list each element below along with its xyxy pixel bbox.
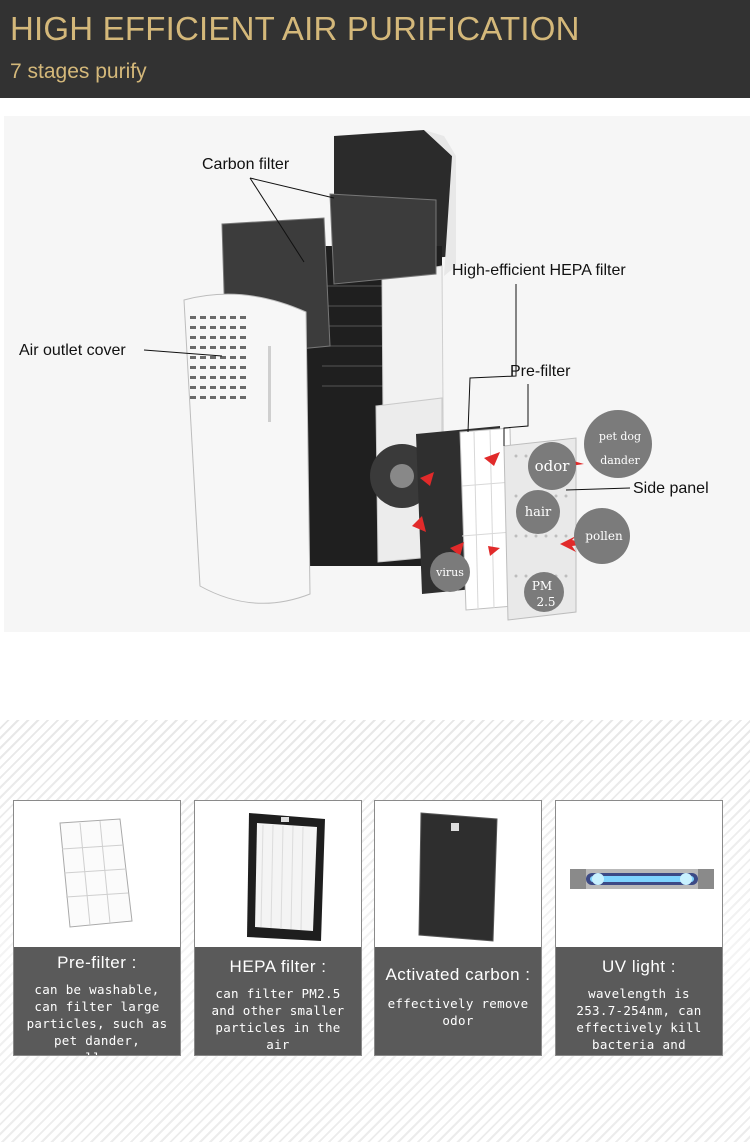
- header-banner: HIGH EFFICIENT AIR PURIFICATION 7 stages…: [0, 0, 750, 98]
- carbon-filter-right-shape: [329, 193, 437, 285]
- bubble-virus: [430, 552, 470, 592]
- arrow-shape: [560, 536, 588, 552]
- card-hepa-filter-desc: can filter PM2.5 and other smaller parti…: [211, 986, 345, 1052]
- arrow-shape: [450, 542, 464, 556]
- bubble-pm-label: PM: [532, 579, 552, 593]
- card-hepa-filter-panel: HEPA filter : can filter PM2.5 and other…: [195, 947, 361, 1055]
- bubble-hair: [516, 490, 560, 534]
- bubble-pollen: [574, 508, 630, 564]
- card-uv-light-title: UV light :: [602, 957, 676, 976]
- bubble-odor: [528, 442, 576, 490]
- activated-carbon-image: [375, 801, 541, 947]
- page-subtitle: 7 stages purify: [10, 60, 147, 83]
- arrow-shape: [484, 452, 500, 466]
- card-pre-filter-title: Pre-filter :: [57, 953, 137, 972]
- callout-pre-filter: Pre-filter: [510, 363, 571, 380]
- bubble-odor-label: odor: [535, 457, 571, 475]
- card-uv-light-panel: UV light : wavelength is 253.7-254nm, ca…: [556, 947, 722, 1055]
- card-uv-light: UV light : wavelength is 253.7-254nm, ca…: [555, 800, 723, 1056]
- callout-side-panel: Side panel: [633, 480, 709, 497]
- hepa-filter-image: [195, 801, 361, 947]
- callout-air-outlet-cover: Air outlet cover: [19, 342, 126, 359]
- bubble-virus-label: virus: [435, 566, 464, 579]
- bubble-dander-label: dander: [600, 454, 640, 467]
- arrow-shape: [412, 516, 426, 532]
- page-title: HIGH EFFICIENT AIR PURIFICATION: [10, 10, 580, 47]
- purifier-illustration: pet dog dander odor hair pollen virus PM…: [143, 130, 652, 621]
- bubble-pet-dog: [584, 410, 652, 478]
- card-activated-carbon-desc: effectively remove odor: [387, 996, 529, 1028]
- card-pre-filter: Pre-filter : can be washable, can filter…: [13, 800, 181, 1056]
- card-pre-filter-desc: can be washable, can filter large partic…: [26, 982, 168, 1055]
- card-hepa-filter-title: HEPA filter :: [229, 957, 327, 976]
- arrow-shape: [488, 546, 500, 556]
- card-pre-filter-panel: Pre-filter : can be washable, can filter…: [14, 947, 180, 1055]
- air-outlet-cover-shape: [183, 293, 311, 604]
- bubble-pollen-label: pollen: [585, 529, 623, 543]
- card-hepa-filter: HEPA filter : can filter PM2.5 and other…: [194, 800, 362, 1056]
- bubble-pm-number-label: 2.5: [536, 595, 555, 609]
- card-activated-carbon-title: Activated carbon :: [385, 965, 531, 984]
- uv-light-image: [556, 801, 722, 947]
- bubble-pm: [524, 572, 564, 612]
- bubble-pet-dog-label: pet dog: [599, 430, 641, 443]
- bubble-hair-label: hair: [525, 505, 552, 520]
- arrow-shape: [420, 472, 434, 486]
- pre-filter-image: [14, 801, 180, 947]
- callout-hepa-filter: High-efficient HEPA filter: [452, 262, 626, 279]
- card-activated-carbon-panel: Activated carbon : effectively remove od…: [375, 947, 541, 1055]
- card-uv-light-desc: wavelength is 253.7-254nm, can effective…: [576, 986, 702, 1055]
- callout-carbon-filter: Carbon filter: [202, 156, 290, 173]
- card-activated-carbon: Activated carbon : effectively remove od…: [374, 800, 542, 1056]
- exploded-purifier-diagram: pet dog dander odor hair pollen virus PM…: [4, 116, 750, 632]
- contaminant-bubbles: [430, 410, 652, 612]
